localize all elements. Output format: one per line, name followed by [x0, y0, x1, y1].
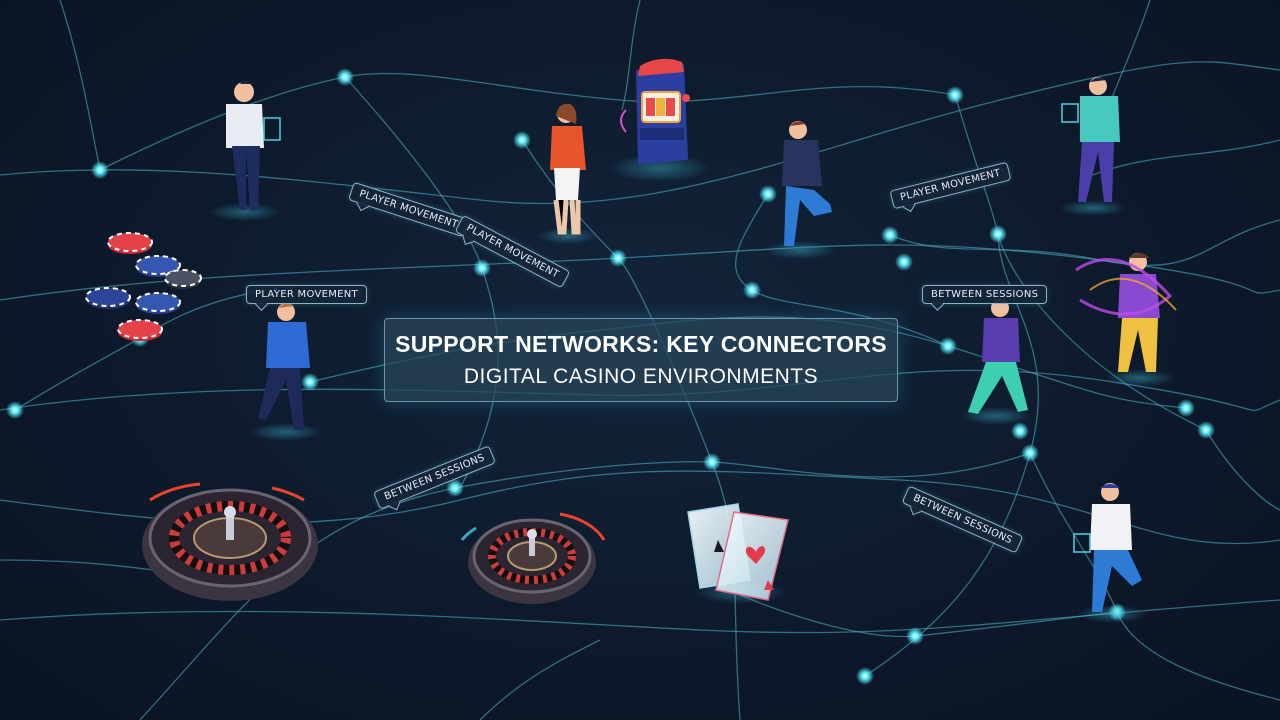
person-icon: [1059, 77, 1127, 216]
person-icon: [1075, 253, 1177, 387]
person-icon: [209, 81, 281, 221]
label-player-movement: PLAYER MOVEMENT: [246, 285, 367, 304]
person-icon: [960, 299, 1032, 425]
roulette-wheel-icon: [460, 512, 606, 604]
playing-cards-icon: [687, 503, 789, 604]
title-panel: SUPPORT NETWORKS: KEY CONNECTORS DIGITAL…: [384, 318, 898, 402]
label-between-sessions: BETWEEN SESSIONS: [922, 285, 1048, 304]
page-title: SUPPORT NETWORKS: KEY CONNECTORS: [395, 331, 887, 357]
person-icon: [538, 103, 598, 244]
person-icon: [764, 121, 836, 259]
slot-machine-icon: [610, 58, 710, 182]
page-subtitle: DIGITAL CASINO ENVIRONMENTS: [463, 365, 819, 388]
poker-chips-icon: [85, 232, 202, 341]
person-icon: [250, 303, 322, 441]
roulette-wheel-icon: [142, 482, 318, 601]
person-icon: [1073, 483, 1148, 623]
